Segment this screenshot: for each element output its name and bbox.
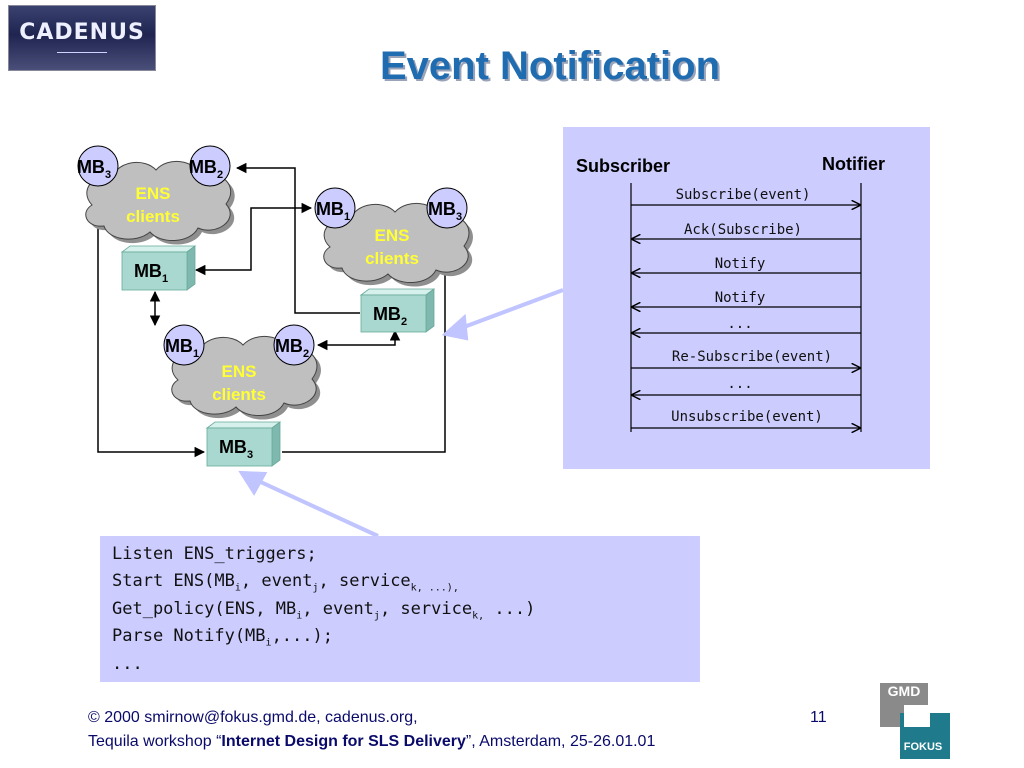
cloud3-label-line2: clients bbox=[212, 385, 266, 404]
svg-text:MB2: MB2 bbox=[275, 336, 309, 360]
msg-ack-label: Ack(Subscribe) bbox=[683, 222, 802, 238]
gmd-fokus-logo bbox=[880, 683, 950, 759]
mb-node-mb1: MB1 bbox=[120, 245, 197, 291]
svg-text:MB3: MB3 bbox=[219, 437, 253, 461]
gmd-logo-text: GMD bbox=[887, 683, 921, 699]
msg-notify2-label: Notify bbox=[714, 290, 766, 306]
callout-arrowhead-code bbox=[238, 470, 268, 496]
sequence-panel bbox=[563, 127, 930, 469]
mb-node-mb2: MB2 bbox=[359, 288, 436, 333]
svg-text:MB1: MB1 bbox=[134, 261, 168, 285]
cloud2-label-line2: clients bbox=[365, 249, 419, 268]
msg-resubscribe-label: Re-Subscribe(event) bbox=[671, 349, 833, 365]
link-cloud2-mb3-to-mb3 bbox=[282, 234, 451, 453]
mb-circle-cloud3-mb2: MB2 bbox=[273, 324, 315, 366]
svg-text:MB3: MB3 bbox=[428, 199, 462, 223]
cloud-ens-clients-1: ENS clients bbox=[85, 161, 235, 245]
link-cloud1-mb3-to-mb3 bbox=[92, 181, 206, 458]
callout-arrow-code-to-mb3 bbox=[251, 476, 379, 538]
subscriber-label: Subscriber bbox=[576, 156, 671, 176]
msg-notify1-label: Notify bbox=[714, 256, 766, 272]
mb-node-mb3: MB3 bbox=[205, 421, 282, 467]
svg-text:MB2: MB2 bbox=[189, 157, 223, 181]
mb-circle-cloud1-mb2: MB2 bbox=[189, 145, 231, 187]
fokus-logo-text: FOKUS bbox=[903, 741, 943, 753]
callout-arrowhead-seq bbox=[441, 313, 469, 341]
code-line-4: Parse Notify(MBi,...); bbox=[112, 626, 333, 649]
cloud1-label-line1: ENS bbox=[136, 184, 171, 203]
msg-unsubscribe-label: Unsubscribe(event) bbox=[671, 409, 823, 425]
cloud3-label-line1: ENS bbox=[222, 362, 257, 381]
code-line-3: Get_policy(ENS, MBi, eventj, servicek, .… bbox=[112, 599, 536, 622]
code-line-1: Listen ENS_triggers; bbox=[112, 544, 317, 564]
link-mb1-to-cloud2-mb1 bbox=[194, 202, 313, 276]
mb-circle-cloud1-mb3: MB3 bbox=[77, 145, 119, 187]
footer-copyright: © 2000 smirnow@fokus.gmd.de, cadenus.org… bbox=[88, 709, 418, 726]
cadenus-logo-rule bbox=[57, 52, 107, 53]
link-cloud1-mb2-to-mb2 bbox=[235, 162, 360, 314]
svg-text:MB2: MB2 bbox=[373, 304, 407, 328]
mb-circle-cloud2-mb1: MB1 bbox=[314, 187, 356, 229]
page-number: 11 bbox=[810, 709, 827, 726]
cadenus-logo-text: CADENUS bbox=[19, 20, 145, 45]
notifier-label: Notifier bbox=[822, 154, 885, 174]
svg-text:MB3: MB3 bbox=[77, 157, 111, 181]
cadenus-logo: CADENUS bbox=[8, 5, 156, 71]
msg-ellipsis2-label: ... bbox=[727, 376, 753, 392]
code-line-5: ... bbox=[112, 654, 143, 674]
msg-ellipsis1-label: ... bbox=[727, 316, 753, 332]
link-cloud3-mb2-to-mb2 bbox=[316, 329, 401, 351]
cloud1-label-line2: clients bbox=[126, 207, 180, 226]
cloud-ens-clients-2: ENS clients bbox=[323, 203, 473, 287]
msg-subscribe-label: Subscribe(event) bbox=[675, 187, 811, 203]
svg-text:MB1: MB1 bbox=[316, 199, 350, 223]
callout-arrow-seq-to-mb2 bbox=[455, 288, 564, 332]
code-line-2: Start ENS(MBi, eventj, servicek, ...), bbox=[112, 571, 459, 594]
slide-title: Event Notification bbox=[380, 44, 721, 88]
mb-circle-cloud2-mb3: MB3 bbox=[426, 187, 468, 229]
mb-circle-cloud3-mb1: MB1 bbox=[163, 324, 205, 366]
svg-text:MB1: MB1 bbox=[165, 336, 199, 360]
cloud2-label-line1: ENS bbox=[375, 226, 410, 245]
ens-code-box: Listen ENS_triggers; Start ENS(MBi, even… bbox=[100, 536, 700, 682]
footer-workshop: Tequila workshop “Internet Design for SL… bbox=[88, 733, 656, 750]
